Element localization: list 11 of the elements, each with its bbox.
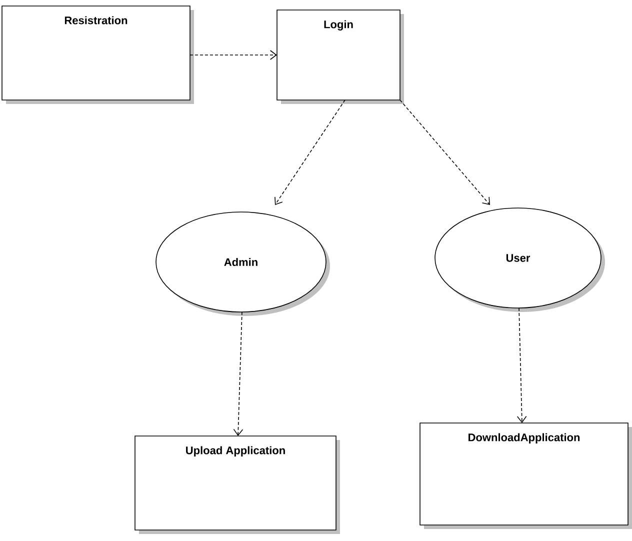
- arrow: [233, 312, 244, 436]
- process-box: Login: [276, 10, 404, 104]
- arrow: [400, 100, 490, 205]
- arrow: [190, 50, 277, 60]
- arrow: [274, 100, 346, 205]
- oval-node: User: [434, 208, 605, 312]
- process-box: DownloadApplication: [420, 422, 632, 529]
- process-box: Resistration: [2, 6, 194, 104]
- process-box: Upload Application: [134, 436, 340, 534]
- arrow: [516, 308, 527, 423]
- oval-node: Admin: [156, 212, 330, 316]
